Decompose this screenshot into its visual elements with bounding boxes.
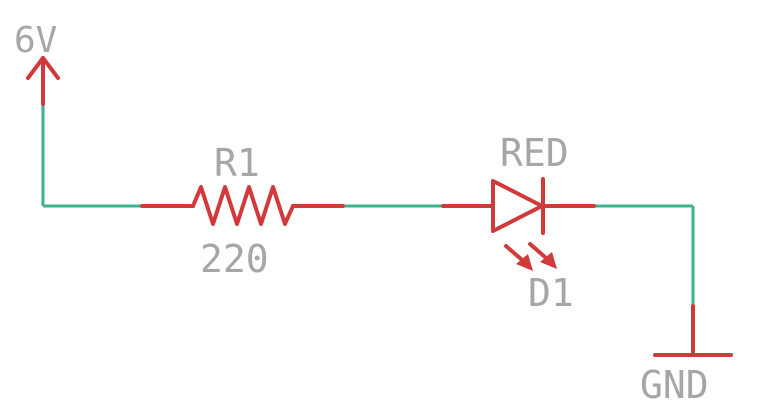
led-emission-arrows-icon: [504, 242, 557, 271]
resistor-designator: R1: [214, 141, 260, 185]
resistor-zigzag-icon: [191, 185, 295, 226]
led-color-label: RED: [500, 131, 569, 175]
led-triangle-icon: [491, 179, 544, 233]
led-designator: D1: [528, 271, 574, 315]
ground-label: GND: [640, 363, 709, 407]
emission-arrow-1-head: [516, 254, 533, 271]
ground-symbol: GND: [640, 304, 733, 407]
resistor-r1: R1 220: [140, 141, 345, 281]
emission-arrow-2-head: [540, 252, 557, 269]
wires: [41, 104, 695, 306]
supply-symbol: 6V: [14, 20, 60, 106]
supply-label: 6V: [14, 20, 57, 61]
resistor-value: 220: [200, 237, 269, 281]
led-d1: RED D1: [441, 131, 596, 315]
supply-arrow-icon: [26, 56, 60, 80]
